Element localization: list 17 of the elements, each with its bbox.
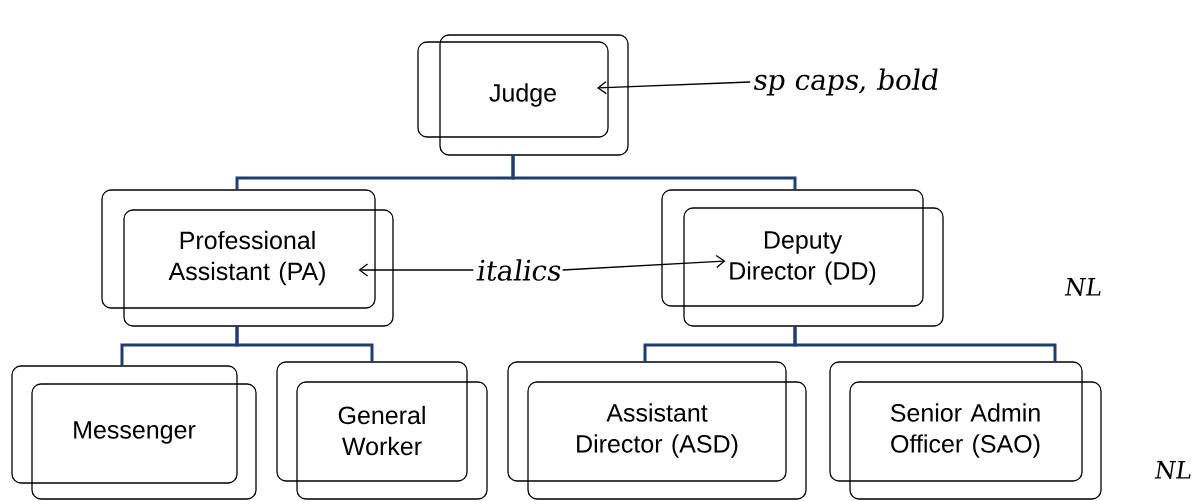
org-box: General Worker	[276, 361, 488, 500]
connector	[511, 155, 797, 190]
connector	[793, 326, 1057, 362]
connector	[597, 81, 751, 95]
connector	[562, 254, 726, 271]
org-box: Deputy Director (DD)	[661, 189, 944, 327]
org-box: Senior Admin Officer (SAO)	[829, 361, 1102, 500]
annotation-text: italics	[476, 259, 561, 281]
org-box: Messenger	[11, 365, 257, 500]
annotation-text: sp caps, bold	[754, 68, 938, 96]
note-text: NL	[1064, 278, 1101, 296]
org-box: Assistant Director (ASD)	[507, 361, 807, 500]
org-box: Judge	[417, 34, 629, 156]
connector	[235, 326, 374, 362]
connector	[358, 263, 474, 277]
org-box: Professional Assistant (PA)	[101, 189, 394, 327]
note-text: NL	[1154, 461, 1191, 479]
